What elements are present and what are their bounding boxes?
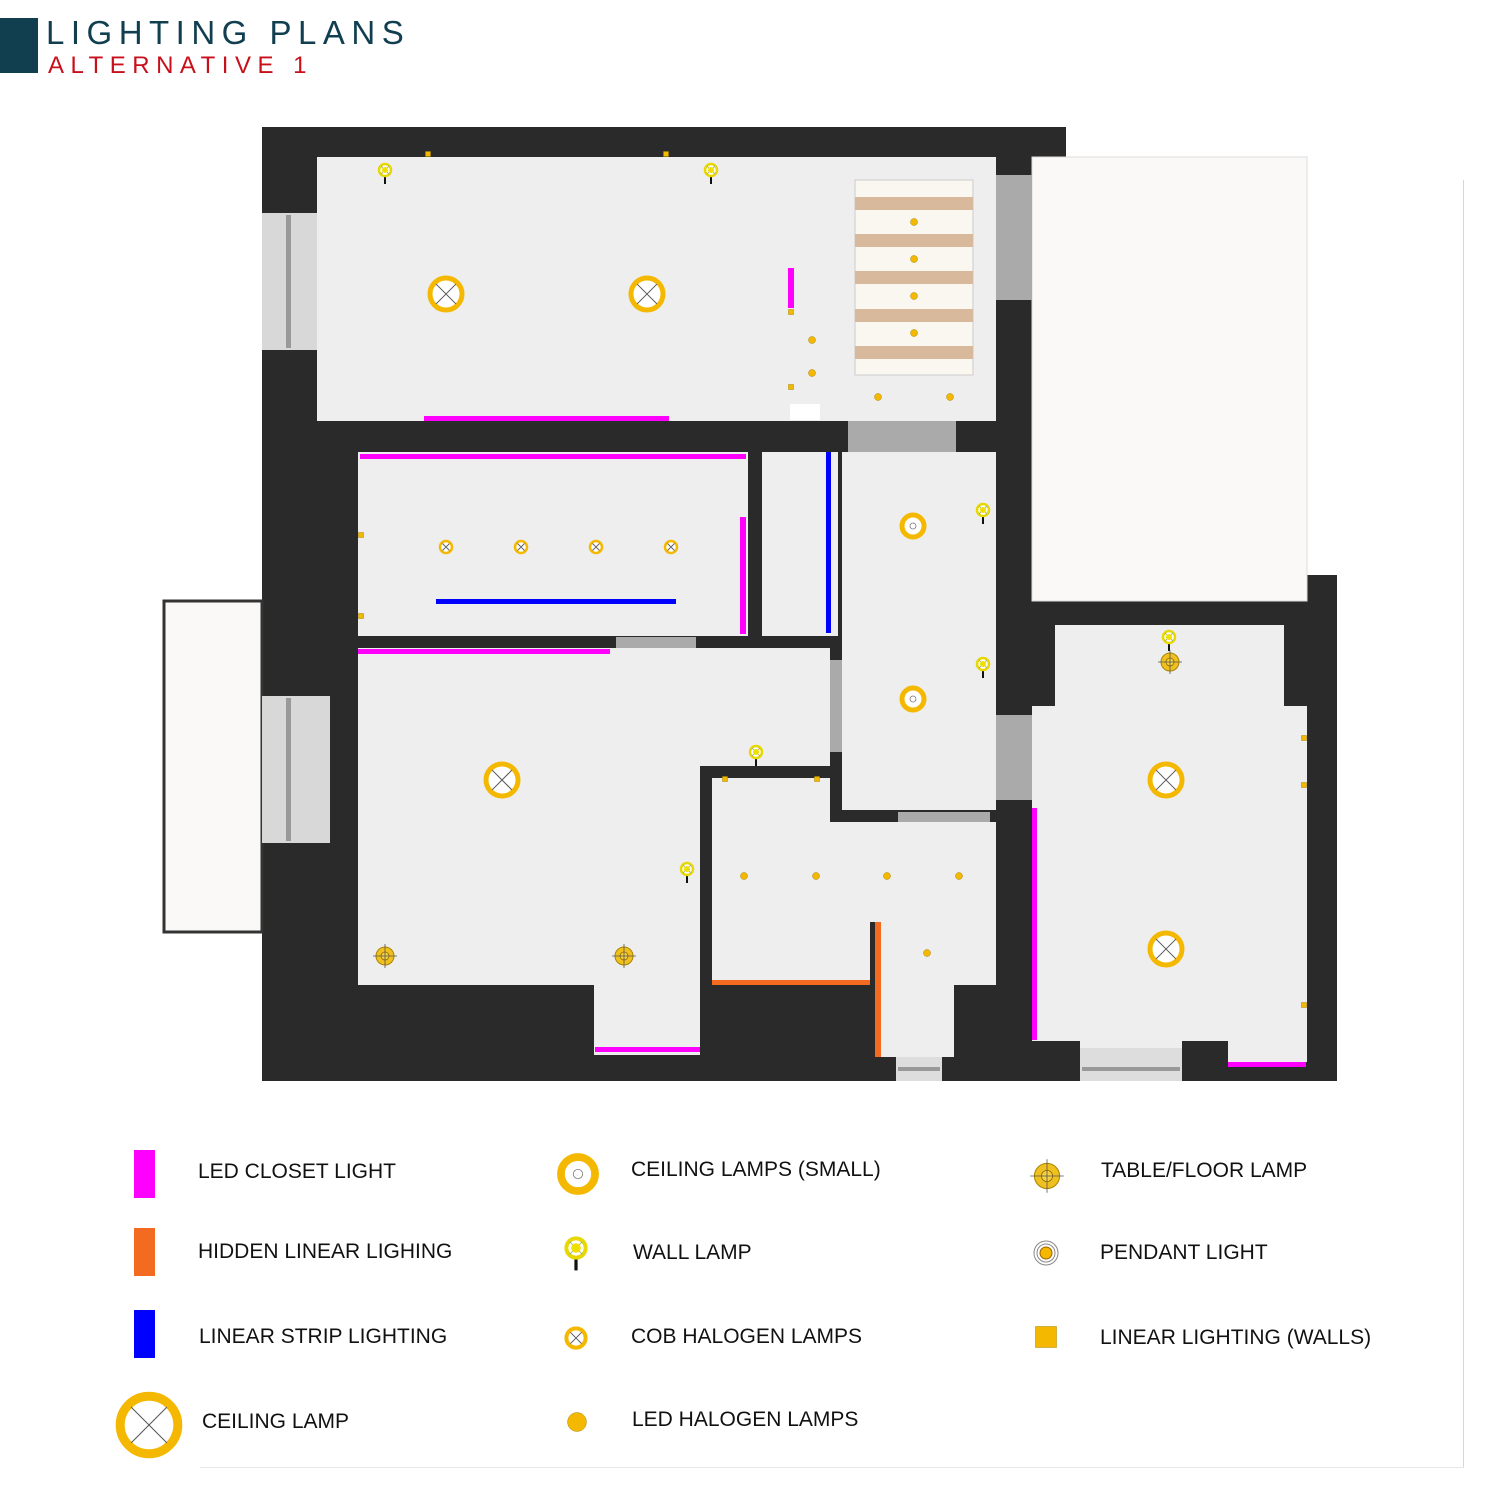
legend-ceiling-lamp-icon	[115, 1391, 183, 1459]
legend-wall-lamp: WALL LAMP	[633, 1241, 752, 1264]
title-mark	[0, 18, 38, 73]
wall-lamp-icon	[975, 502, 991, 524]
ceiling-lamp-icon	[1147, 930, 1185, 968]
ceiling-lamp-small-icon	[899, 512, 927, 540]
lamps	[358, 151, 1307, 1008]
legend-icons	[115, 1150, 1064, 1459]
linear-wall-light-icon	[663, 151, 669, 157]
legend-led-closet-light: LED CLOSET LIGHT	[198, 1160, 397, 1183]
table-floor-lamp-icon	[373, 944, 397, 968]
linear-strip-swatch-icon	[134, 1310, 155, 1358]
linear-strip-lights	[436, 452, 831, 633]
hidden-linear-swatch-icon	[134, 1228, 155, 1276]
led-closet-lights	[358, 268, 1306, 1067]
linear-wall-light-icon	[814, 776, 820, 782]
frame-line-right	[1463, 180, 1464, 1468]
linear-wall-light-icon	[425, 151, 431, 157]
led-halogen-lamp-icon	[946, 393, 954, 401]
hidden-linear-lights	[712, 922, 881, 1057]
legend-pendant-light-icon	[1033, 1240, 1059, 1266]
room-bathroom	[712, 778, 996, 1057]
legend-cob-halogen-lamps: COB HALOGEN LAMPS	[631, 1325, 863, 1348]
led-halogen-lamp-icon	[812, 872, 820, 880]
wall-lamp-icon	[703, 162, 719, 184]
terrace-right	[1031, 156, 1308, 602]
led-halogen-lamp-icon	[923, 949, 931, 957]
led-halogen-lamp-icon	[808, 336, 816, 344]
led-closet-swatch-icon	[134, 1150, 155, 1198]
wall-lamp-icon	[679, 861, 695, 883]
room-closet-corridor	[762, 452, 838, 636]
led-halogen-lamp-icon	[910, 292, 918, 300]
legend-led-halogen-lamps: LED HALOGEN LAMPS	[632, 1408, 859, 1431]
led-halogen-lamp-icon	[910, 218, 918, 226]
ceiling-lamp-icon	[1147, 761, 1185, 799]
cob-halogen-lamp-icon	[663, 539, 679, 555]
closet-niche	[790, 404, 820, 420]
linear-wall-light-icon	[1301, 782, 1307, 788]
ceiling-lamp-small-icon	[899, 685, 927, 713]
led-halogen-lamp-icon	[874, 393, 882, 401]
ceiling-lamp-icon	[427, 275, 465, 313]
table-floor-lamp-icon	[1158, 650, 1182, 674]
room-bedroom-top	[317, 157, 832, 421]
ceiling-lamp-icon	[483, 761, 521, 799]
legend-hidden-linear-lighing: HIDDEN LINEAR LIGHING	[198, 1240, 453, 1263]
linear-wall-light-icon	[788, 384, 794, 390]
room-right	[1032, 625, 1307, 1062]
page-title: LIGHTING PLANS	[46, 14, 411, 51]
page-subtitle: ALTERNATIVE 1	[48, 52, 313, 79]
led-halogen-lamp-icon	[910, 255, 918, 263]
legend-linear-lighting-walls: LINEAR LIGHTING (WALLS)	[1100, 1326, 1372, 1349]
linear-wall-light-icon	[1301, 1002, 1307, 1008]
linear-wall-light-icon	[1301, 735, 1307, 741]
legend-ceiling-lamp-small-icon	[557, 1153, 599, 1195]
table-floor-lamp-icon	[612, 944, 636, 968]
led-halogen-lamp-icon	[808, 369, 816, 377]
room-hallway	[842, 452, 996, 810]
led-halogen-lamp-icon	[955, 872, 963, 880]
legend-linear-strip-lighting: LINEAR STRIP LIGHTING	[199, 1325, 448, 1348]
rooms	[317, 157, 1307, 1062]
legend-ceiling-lamps-small: CEILING LAMPS (SMALL)	[631, 1158, 881, 1181]
led-halogen-lamp-icon	[910, 329, 918, 337]
linear-wall-light-icon	[358, 613, 364, 619]
linear-wall-light-icon	[358, 532, 364, 538]
cob-halogen-lamp-icon	[588, 539, 604, 555]
cob-halogen-lamp-icon	[513, 539, 529, 555]
linear-wall-light-icon	[722, 776, 728, 782]
linear-wall-light-icon	[788, 309, 794, 315]
wall-lamp-icon	[748, 744, 764, 766]
cob-halogen-lamp-icon	[438, 539, 454, 555]
led-halogen-lamp-icon	[740, 872, 748, 880]
legend-table-floor-lamp: TABLE/FLOOR LAMP	[1101, 1159, 1308, 1182]
frame-line-bottom	[200, 1467, 1464, 1468]
room-living	[358, 648, 830, 1055]
legend-cob-halogen-lamp-icon	[564, 1326, 588, 1350]
balcony-left	[162, 599, 264, 934]
wall-lamp-icon	[377, 162, 393, 184]
legend-pendant-light: PENDANT LIGHT	[1100, 1241, 1268, 1264]
legend-linear-wall-light-icon	[1035, 1326, 1057, 1348]
windows-doors	[262, 175, 1182, 1081]
wall-lamp-icon	[975, 656, 991, 678]
stairs	[854, 179, 974, 376]
room-bedroom-middle	[358, 452, 748, 636]
ceiling-lamp-icon	[628, 275, 666, 313]
legend-ceiling-lamp: CEILING LAMP	[202, 1410, 350, 1433]
wall-lamp-icon	[1161, 629, 1177, 651]
legend-table-floor-lamp-icon	[1030, 1159, 1064, 1193]
legend-wall-lamp-icon	[564, 1236, 588, 1271]
led-halogen-lamp-icon	[883, 872, 891, 880]
legend-led-halogen-lamp-icon	[567, 1412, 587, 1432]
